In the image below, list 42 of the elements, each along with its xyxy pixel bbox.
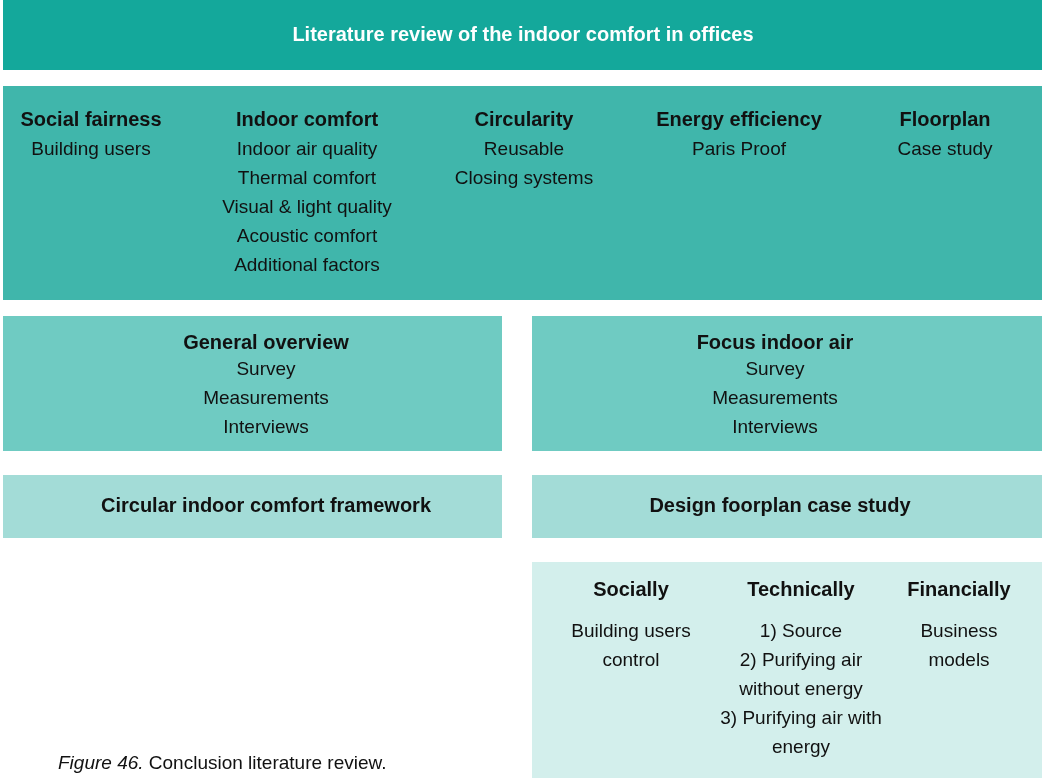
list-item: Acoustic comfort (235, 224, 379, 248)
list-item: Paris Proof (691, 137, 787, 161)
list-item: Reusable (482, 137, 566, 161)
panel (532, 562, 1042, 778)
list-item: 3) Purifying air with energy (719, 706, 883, 759)
heading: General overview (182, 330, 350, 354)
panel (3, 316, 502, 451)
heading: Socially (592, 577, 670, 602)
heading: Design foorplan case study (648, 493, 912, 518)
list-item: Measurements (202, 386, 330, 410)
list-item: Closing systems (453, 166, 595, 190)
list-item: Survey (235, 357, 297, 381)
panel (532, 475, 1042, 538)
title: Literature review of the indoor comfort in offices (291, 22, 755, 47)
list-item: Interviews (731, 415, 819, 439)
list-item: Visual & light quality (221, 195, 393, 219)
list-item: Additional factors (233, 253, 381, 277)
heading: Financially (906, 577, 1012, 602)
panel (3, 475, 502, 538)
list-item: Interviews (222, 415, 310, 439)
heading: Energy efficiency (655, 107, 823, 132)
heading: Floorplan (898, 107, 992, 132)
heading: Social fairness (19, 107, 163, 132)
list-item: Measurements (711, 386, 839, 410)
title-banner (3, 0, 1042, 70)
list-item: Thermal comfort (236, 166, 378, 190)
list-item: 2) Purifying air without energy (738, 648, 864, 701)
list-item: Survey (744, 357, 806, 381)
list-item: Case study (896, 137, 994, 161)
heading: Indoor comfort (234, 107, 380, 132)
list-item: Indoor air quality (235, 137, 379, 161)
list-item: Building users control (570, 619, 692, 672)
heading: Circularity (473, 107, 575, 132)
list-item: Business models (919, 619, 999, 672)
list-item: 1) Source (758, 619, 844, 643)
heading: Focus indoor air (695, 330, 855, 354)
heading: Technically (746, 577, 856, 602)
panel (532, 316, 1042, 451)
figure-caption: Figure 46. Conclusion literature review. (58, 752, 387, 774)
heading: Circular indoor comfort framework (99, 493, 433, 518)
list-item: Building users (30, 137, 152, 161)
panel (3, 86, 1042, 300)
